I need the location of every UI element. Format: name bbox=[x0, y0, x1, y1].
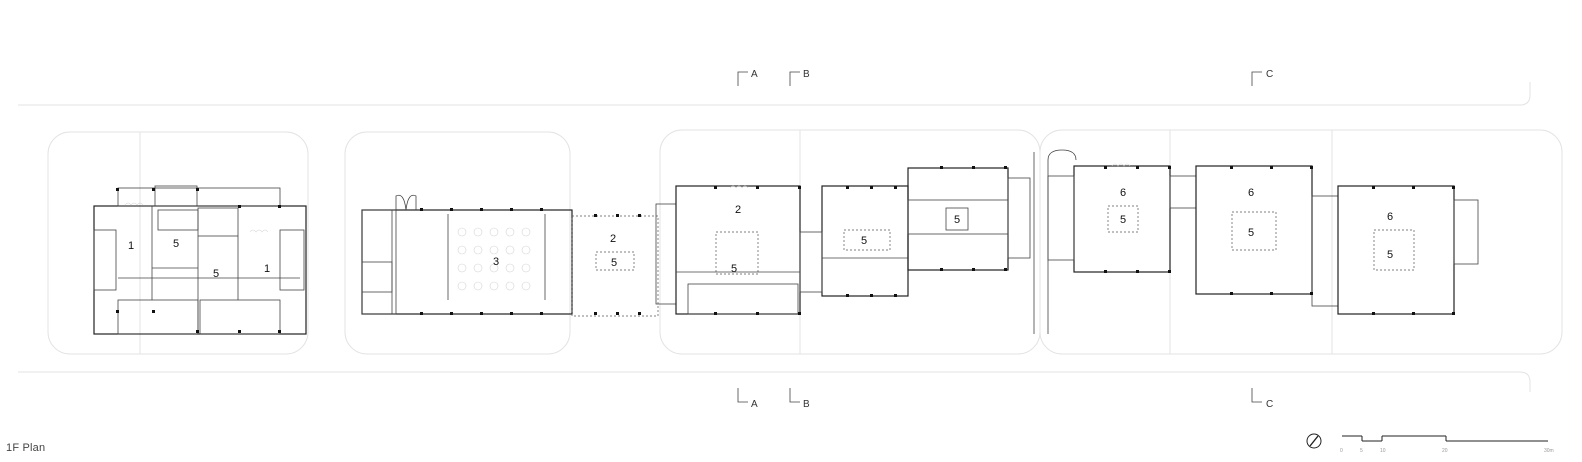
building-west bbox=[93, 185, 307, 335]
room-label: 2 bbox=[610, 233, 616, 245]
room-label: 5 bbox=[1120, 214, 1126, 226]
room-label: 1 bbox=[128, 240, 134, 252]
room-label: 3 bbox=[493, 256, 499, 268]
structural-columns bbox=[116, 166, 1455, 333]
scale-tick-label: 5 bbox=[1360, 448, 1363, 454]
section-marker-b-top: B bbox=[789, 69, 810, 86]
room-label: 5 bbox=[213, 268, 219, 280]
section-label: B bbox=[803, 69, 810, 80]
room-label: 2 bbox=[735, 204, 741, 216]
north-arrow-icon bbox=[1306, 433, 1322, 449]
room-labels: 1 5 5 1 3 2 5 2 5 5 5 6 5 6 5 6 5 bbox=[128, 187, 1393, 280]
room-label: 1 bbox=[264, 263, 270, 275]
room-label: 6 bbox=[1248, 187, 1254, 199]
scale-tick-label: 0 bbox=[1340, 448, 1343, 454]
site-lines bbox=[18, 82, 1563, 392]
room-label: 6 bbox=[1387, 211, 1393, 223]
scale-tick-label: 20 bbox=[1442, 448, 1448, 454]
section-label: A bbox=[751, 399, 758, 410]
room-label: 5 bbox=[1387, 249, 1393, 261]
plan-title: 1F Plan bbox=[6, 442, 46, 454]
scale-bar: 0 5 10 20 30m bbox=[1340, 435, 1554, 454]
scale-tick-label: 30m bbox=[1544, 448, 1554, 454]
seating-grid bbox=[457, 227, 531, 291]
room-label: 5 bbox=[173, 238, 179, 250]
room-label: 5 bbox=[1248, 227, 1254, 239]
scale-tick-label: 10 bbox=[1380, 448, 1386, 454]
room-label: 5 bbox=[731, 263, 737, 275]
section-marker-c-bottom: C bbox=[1251, 388, 1273, 410]
section-label: A bbox=[751, 69, 758, 80]
building-center bbox=[799, 149, 1077, 334]
section-marker-c-top: C bbox=[1251, 69, 1273, 86]
section-marker-a-top: A bbox=[737, 69, 758, 86]
section-label: C bbox=[1266, 69, 1273, 80]
building-east-2 bbox=[1195, 165, 1339, 307]
room-label: 5 bbox=[954, 214, 960, 226]
building-east-3 bbox=[1337, 185, 1479, 315]
room-label: 6 bbox=[1120, 187, 1126, 199]
section-marker-a-bottom: A bbox=[737, 388, 758, 410]
section-label: B bbox=[803, 399, 810, 410]
building-hall bbox=[361, 194, 573, 315]
section-marker-b-bottom: B bbox=[789, 388, 810, 410]
room-label: 5 bbox=[861, 235, 867, 247]
room-label: 5 bbox=[611, 257, 617, 269]
section-label: C bbox=[1266, 399, 1273, 410]
